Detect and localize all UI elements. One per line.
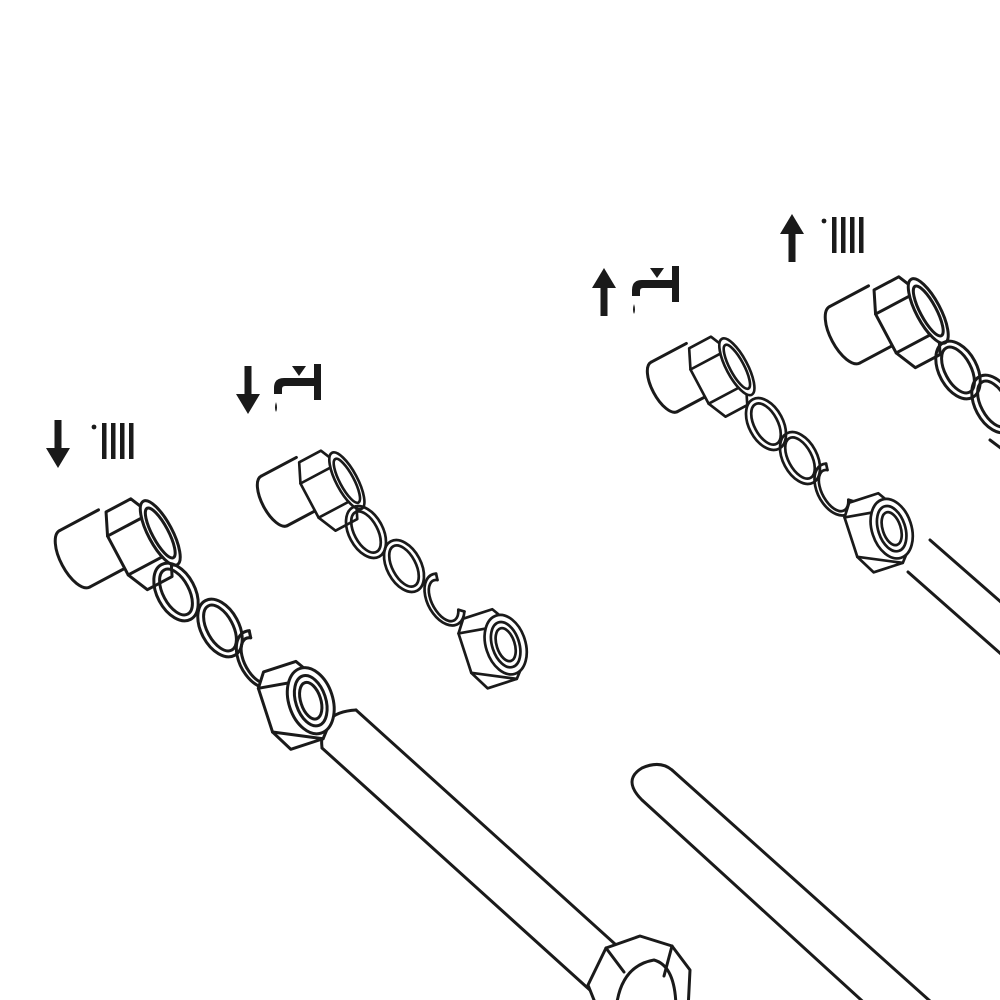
assembly-radiator-flow (53, 486, 346, 755)
pipe-right-top (988, 438, 1000, 450)
arrow-down-icon (234, 364, 262, 416)
water-tap-icon (630, 264, 681, 316)
assembly-water-flow (255, 440, 537, 694)
radiator-icon (90, 421, 135, 461)
tap-stub (53, 508, 131, 590)
hex-nut (290, 440, 376, 537)
pipe-right-upper (906, 538, 1000, 656)
arrow-down-icon (44, 418, 72, 470)
hex-nut (863, 264, 962, 374)
arrow-up-icon (590, 266, 618, 318)
assembly-radiator-return (823, 264, 1000, 442)
hex-nut-bottom (586, 934, 692, 1000)
radiator-icon (820, 215, 865, 255)
pipe-lower-left (320, 708, 648, 1000)
pipe-lower-middle (630, 763, 932, 1000)
tap-stub (823, 284, 901, 366)
assembly-water-return (645, 326, 923, 578)
hex-nut (95, 486, 194, 596)
arrow-up-icon (778, 212, 806, 264)
compression-nut (453, 601, 537, 694)
water-tap-icon (272, 362, 323, 414)
